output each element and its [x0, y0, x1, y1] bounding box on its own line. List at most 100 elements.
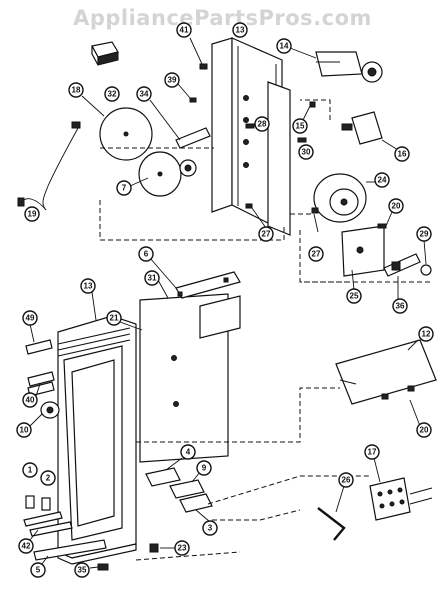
part-strip-6 [175, 271, 241, 339]
svg-text:31: 31 [148, 274, 157, 283]
svg-text:36: 36 [396, 302, 405, 311]
dashed-guides-upper [99, 99, 430, 283]
callout: 49 [22, 310, 38, 343]
part-nut-29 [420, 264, 432, 276]
callout: 32 [104, 86, 120, 102]
callout: 9 [191, 460, 212, 483]
svg-text:3: 3 [208, 524, 213, 533]
part-door-frame-13 [57, 315, 137, 565]
svg-text:6: 6 [144, 250, 149, 259]
callout: 3 [195, 509, 218, 536]
callout: 2 [40, 470, 56, 486]
svg-text:35: 35 [78, 566, 87, 575]
svg-text:41: 41 [180, 26, 189, 35]
svg-text:34: 34 [140, 90, 149, 99]
callout: 13 [232, 22, 248, 38]
part-pulley [179, 159, 197, 177]
callout: 21 [106, 310, 143, 331]
part-lever-36 [383, 253, 421, 277]
callout: 35 [74, 562, 99, 578]
callout: 18 [68, 82, 105, 117]
callout: 7 [116, 177, 149, 196]
part-shaft-34 [175, 127, 211, 149]
svg-text:5: 5 [36, 566, 41, 575]
svg-text:25: 25 [350, 292, 359, 301]
callout: 13 [80, 278, 97, 321]
part-timer-motor-14 [315, 51, 383, 83]
svg-text:32: 32 [108, 90, 117, 99]
svg-text:9: 9 [202, 464, 207, 473]
callout: 28 [254, 116, 270, 132]
svg-text:24: 24 [378, 176, 387, 185]
callout: 30 [298, 144, 314, 160]
part-knob-10 [40, 401, 60, 419]
svg-text:30: 30 [302, 148, 311, 157]
callout: 19 [24, 206, 40, 222]
screws [189, 63, 387, 229]
callout: 20 [385, 198, 404, 227]
svg-text:13: 13 [84, 282, 93, 291]
svg-text:42: 42 [22, 542, 31, 551]
part-bottom-small [23, 495, 159, 571]
svg-text:13: 13 [236, 26, 245, 35]
part-terminal-block-17 [369, 477, 433, 521]
svg-text:21: 21 [110, 314, 119, 323]
svg-text:29: 29 [420, 230, 429, 239]
callout: 36 [392, 276, 408, 314]
callout: 40 [22, 383, 41, 408]
callout: 42 [18, 529, 39, 554]
callout: 24 [366, 172, 390, 188]
svg-text:12: 12 [422, 330, 431, 339]
callout: 41 [176, 22, 203, 65]
callout: 4 [165, 444, 196, 471]
callout: 14 [276, 38, 317, 59]
svg-text:26: 26 [342, 476, 351, 485]
svg-text:20: 20 [420, 426, 429, 435]
svg-text:1: 1 [28, 466, 33, 475]
callout: 27 [308, 213, 324, 262]
part-hex-key-26 [317, 507, 346, 541]
callout: 31 [144, 270, 169, 299]
svg-text:20: 20 [392, 202, 401, 211]
svg-text:14: 14 [280, 42, 289, 51]
dashed-guides-lower [135, 387, 370, 561]
svg-text:19: 19 [28, 210, 37, 219]
callout: 29 [416, 226, 432, 265]
part-disc-7 [138, 151, 182, 197]
callout: 27 [251, 207, 274, 242]
callout: 6 [138, 246, 177, 289]
part-disc-18 [99, 107, 153, 161]
svg-text:27: 27 [312, 250, 321, 259]
watermark: AppliancePartsPros.com [73, 6, 372, 30]
svg-text:49: 49 [26, 314, 35, 323]
svg-text:18: 18 [72, 86, 81, 95]
callout: 39 [164, 72, 191, 99]
svg-text:2: 2 [46, 474, 51, 483]
callout: 23 [160, 540, 190, 556]
svg-text:15: 15 [296, 122, 305, 131]
part-blocks-4-9 [145, 467, 213, 513]
svg-text:23: 23 [178, 544, 187, 553]
part-strips-49-40 [25, 339, 55, 397]
svg-text:39: 39 [168, 76, 177, 85]
part-motor-bracket-25 [341, 225, 385, 277]
callout: 20 [409, 399, 432, 438]
callout: 5 [30, 555, 49, 578]
callout: 10 [16, 413, 43, 438]
callout: 1 [22, 462, 38, 478]
part-motor-24 [313, 173, 367, 223]
callout: 25 [346, 269, 362, 304]
svg-text:40: 40 [26, 396, 35, 405]
svg-text:4: 4 [186, 448, 191, 457]
svg-text:7: 7 [122, 184, 127, 193]
callout: 15 [292, 105, 311, 134]
callout: 34 [136, 86, 181, 141]
part-module-12 [335, 339, 437, 405]
part-switch-16 [341, 111, 383, 145]
callout: 16 [381, 139, 410, 162]
part-block-32 [91, 41, 119, 66]
callout: 26 [335, 472, 354, 513]
svg-text:28: 28 [258, 120, 267, 129]
callout: 17 [364, 444, 381, 483]
